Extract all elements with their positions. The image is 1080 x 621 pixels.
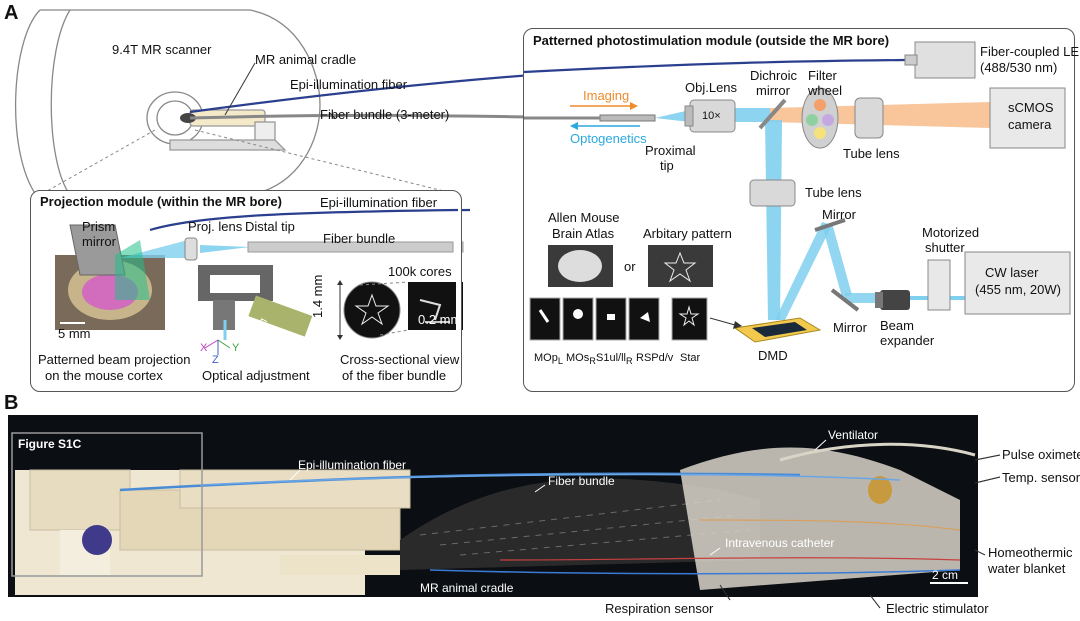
scale-5mm: 5 mm [58,326,91,341]
dmd-label: DMD [758,348,788,363]
beam-expander-label-2: expander [880,333,935,348]
camera-label-2: camera [1008,117,1052,132]
cross-caption-1: Cross-sectional view [340,352,460,367]
obj-mag-label: 10× [702,110,721,122]
mr-scanner-drawing [14,9,321,201]
figure-s1c-label: Figure S1C [18,437,82,451]
mirror-label: Mirror [822,207,856,222]
laser-label-2: (455 nm, 20W) [975,282,1061,297]
scale-2cm: 2 cm [932,568,959,582]
cradle-label: MR animal cradle [255,52,357,67]
projection-caption-1: Patterned beam projection [38,352,191,367]
projection-epi-label: Epi-illumination fiber [320,195,438,210]
photostim-title: Patterned photostimulation module (outsi… [533,33,890,48]
homeothermic-label-2: water blanket [988,561,1066,576]
laser-label-1: CW laser [985,265,1039,280]
scanner-label: 9.4T MR scanner [112,42,212,57]
cores-label: 100k cores [388,264,452,279]
panel-b-fiber-bundle-label: Fiber bundle [548,474,615,488]
respiration-label: Respiration sensor [605,601,714,616]
tube-lens-label: Tube lens [843,146,900,161]
fiber-bundle-label: Fiber bundle (3-meter) [320,107,450,122]
projection-fiber-bundle-label: Fiber bundle [323,231,396,246]
projection-caption-2: on the mouse cortex [45,368,163,383]
filter-wheel-label-2: wheel [808,83,842,98]
pattern-label-star: Star [680,352,701,364]
pattern-label-s1: S1ul/llR [596,352,633,367]
filter-wheel-label-1: Filter [808,68,837,83]
pattern-label-mop: MOpL [534,352,563,367]
electric-stimulator-label: Electric stimulator [886,601,989,616]
temp-sensor-label: Temp. sensor [1002,470,1080,485]
panel-b-epi-label: Epi-illumination fiber [298,458,407,472]
panel-b-cradle-label: MR animal cradle [420,581,514,595]
arbitrary-label: Arbitary pattern [643,226,732,241]
optogenetics-label: Optogenetics [570,131,647,146]
proximal-label-1: Proximal [645,143,696,158]
proximal-label-2: tip [660,158,674,173]
pulse-oximeter-label: Pulse oximeter [1002,447,1080,462]
pattern-label-mos: MOsR [566,352,596,367]
homeothermic-label-1: Homeothermic [988,545,1073,560]
atlas-label-2: Brain Atlas [552,226,615,241]
panel-a-letter: A [4,2,19,24]
prism-label-1: Prism [82,219,116,234]
shutter-label-1: Motorized [922,225,980,240]
camera-label-1: sCMOS [1008,100,1054,115]
imaging-label: Imaging [583,88,630,103]
dichroic-label-1: Dichroic [750,68,797,83]
epi-fiber-label: Epi-illumination fiber [290,77,408,92]
axis-x: X [200,342,208,354]
beam-expander-label-1: Beam [880,318,914,333]
iv-catheter-label: Intravenous catheter [725,536,835,550]
mirror-label-2: Mirror [833,320,867,335]
or-label: or [624,259,636,274]
obj-lens-label: Obj.Lens [685,80,738,95]
projection-title: Projection module (within the MR bore) [40,194,282,209]
shutter-label-2: shutter [925,240,965,255]
dichroic-label-2: mirror [756,83,790,98]
panel-b-letter: B [4,392,19,414]
led-label-2: (488/530 nm) [980,60,1058,75]
axis-y: Y [232,342,240,354]
zoom-line-left [39,129,156,196]
proj-lens-label: Proj. lens [188,219,243,234]
scale-02mm: 0.2 mm [418,312,462,327]
ventilator-label: Ventilator [828,428,879,442]
optical-adjustment-label: Optical adjustment [202,368,310,383]
axis-z: Z [212,354,219,366]
led-label-1: Fiber-coupled LED [980,44,1080,59]
atlas-label-1: Allen Mouse [548,210,620,225]
distal-tip-label: Distal tip [245,219,295,234]
prism-label-2: mirror [82,234,116,249]
cross-caption-2: of the fiber bundle [342,368,447,383]
pattern-label-rsp: RSPd/v [636,352,674,364]
tube-lens-label-2: Tube lens [805,185,862,200]
